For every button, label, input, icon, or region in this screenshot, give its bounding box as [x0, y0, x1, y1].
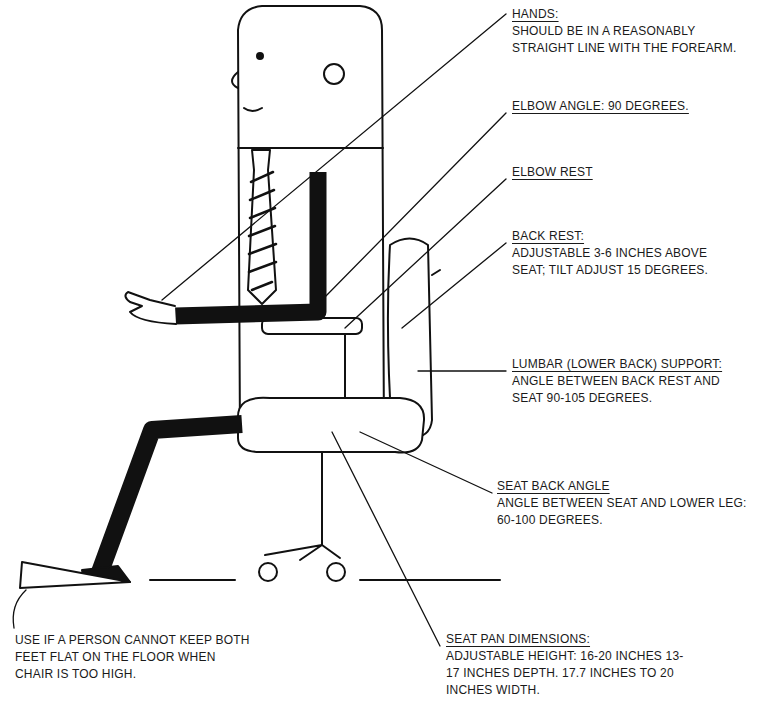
floor-line	[360, 579, 500, 581]
ear	[324, 64, 344, 84]
tie	[248, 150, 276, 304]
tie-stripes	[249, 172, 276, 290]
chair-base	[265, 545, 340, 560]
note-text: USE IF A PERSON CANNOT KEEP BOTH FEET FL…	[15, 632, 250, 683]
leader-line	[332, 432, 440, 646]
nose	[232, 72, 238, 88]
callout-heading: HANDS:	[512, 6, 559, 23]
chair-post	[321, 448, 323, 545]
leader-line	[360, 432, 492, 493]
leader-line	[418, 370, 506, 371]
callout-heading: SEAT BACK ANGLE	[497, 478, 610, 495]
leader-line	[402, 243, 506, 328]
collar-line	[238, 147, 383, 149]
leg	[100, 424, 242, 572]
eye	[257, 53, 263, 59]
chair-wheel	[259, 563, 277, 581]
callout-text: SHOULD BE IN A REASONABLY STRAIGHT LINE …	[512, 23, 757, 57]
floor-line	[150, 579, 235, 581]
callout-heading: BACK REST:	[512, 228, 584, 245]
callout-text: ANGLE BETWEEN SEAT AND LOWER LEG: 60-100…	[497, 495, 752, 529]
leader-line	[13, 590, 26, 628]
callout-heading: LUMBAR (LOWER BACK) SUPPORT:	[512, 356, 722, 373]
callout-text: ADJUSTABLE 3-6 INCHES ABOVE SEAT; TILT A…	[512, 245, 712, 279]
leader-line	[322, 113, 506, 300]
callout-text: ANGLE BETWEEN BACK REST AND SEAT 90-105 …	[512, 373, 752, 407]
leader-line	[162, 14, 506, 300]
chair-wheel	[327, 563, 345, 581]
arm	[175, 172, 318, 316]
leader-line	[345, 179, 506, 328]
callout-heading: ELBOW REST	[512, 164, 593, 181]
back-rest-edge	[432, 270, 440, 275]
hand	[125, 292, 176, 324]
leader-lines	[13, 14, 506, 646]
callout-text: ADJUSTABLE HEIGHT: 16-20 INCHES 13-17 IN…	[446, 648, 686, 699]
footrest	[20, 562, 130, 588]
elbow-rest-post	[344, 334, 346, 398]
seat-pan	[238, 398, 424, 453]
callout-heading: SEAT PAN DIMENSIONS:	[446, 631, 590, 648]
callout-heading: ELBOW ANGLE: 90 DEGREES.	[512, 98, 689, 115]
mouth	[244, 108, 262, 111]
